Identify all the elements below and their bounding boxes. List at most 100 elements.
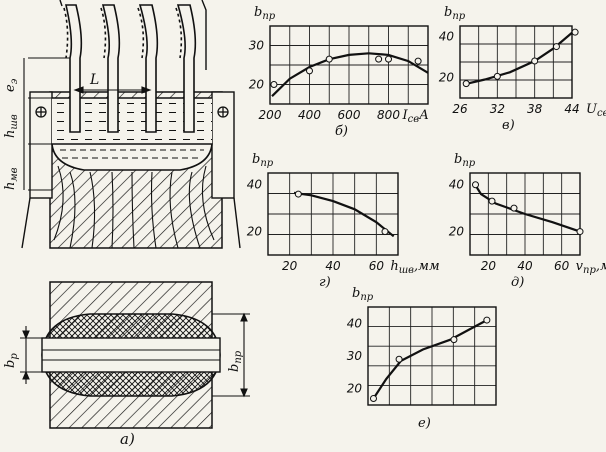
bolt-icon	[35, 106, 229, 118]
chart-caption: д)	[511, 275, 524, 290]
y-tick-label: 20	[249, 78, 265, 92]
chart-caption: е)	[418, 416, 431, 431]
data-point	[325, 55, 333, 63]
data-point	[385, 55, 392, 63]
chart-g-weld-width-vs-slag-depth: bпр 20 40 20 40 60 hшв,мм г)	[247, 152, 440, 290]
y-axis-label: bпр	[352, 286, 374, 303]
data-point	[462, 80, 470, 88]
data-point	[531, 57, 539, 65]
x-tick-label: 40	[517, 259, 533, 273]
chart-frame	[459, 25, 573, 99]
y-tick-label: 20	[439, 70, 455, 84]
data-point	[552, 43, 560, 51]
spacing-label: L	[89, 72, 99, 88]
chart-d-weld-width-vs-speed: bпр 20 40 20 40 60 vпр,м/ч д)	[449, 152, 606, 290]
guide-lines	[59, 0, 207, 70]
y-tick-label: 30	[249, 39, 265, 53]
svg-text:bпр: bпр	[227, 350, 244, 372]
svg-text:hмв: hмв	[3, 167, 20, 190]
data-point	[306, 67, 313, 75]
x-axis-label: Uсв	[586, 102, 606, 119]
trend-curve	[372, 319, 488, 400]
depth-dimensions	[23, 57, 70, 191]
y-tick-label: 40	[439, 29, 455, 43]
x-tick-label: 600	[338, 108, 361, 122]
data-point	[483, 316, 491, 324]
x-tick-label: 32	[490, 102, 505, 116]
data-point	[488, 197, 496, 205]
data-point	[395, 355, 403, 363]
x-axis-label: hшв,мм	[390, 259, 439, 276]
y-tick-label: 20	[449, 225, 465, 239]
metal-pool	[51, 143, 213, 171]
weld-cross-section: bр bпр	[3, 281, 250, 429]
svg-text:hшв: hшв	[3, 114, 20, 138]
metal-depth-label: hмв	[3, 167, 20, 190]
x-axis-label: vпр,м/ч	[576, 259, 606, 276]
y-tick-label: 30	[347, 349, 363, 363]
y-axis-label: bпр	[252, 152, 274, 169]
y-tick-label: 40	[347, 316, 363, 330]
data-point	[510, 204, 518, 212]
chart-frame	[367, 306, 497, 406]
x-axis-label: IсвА	[402, 108, 429, 125]
chart-caption: г)	[319, 275, 331, 290]
data-point	[571, 28, 579, 36]
x-tick-label: 60	[554, 259, 570, 273]
trend-curve	[293, 191, 395, 238]
x-tick-label: 400	[298, 108, 321, 122]
chart-grid	[460, 26, 572, 98]
data-point	[294, 190, 302, 198]
x-tick-label: 60	[369, 259, 385, 273]
data-point	[450, 336, 458, 344]
chart-frame	[269, 25, 429, 105]
svg-text:bр: bр	[3, 353, 20, 368]
penetration-width-label: bр	[3, 353, 20, 368]
data-point	[493, 72, 501, 80]
data-point	[375, 55, 383, 63]
trend-curve	[462, 29, 576, 86]
chart-grid	[268, 173, 398, 255]
chart-frame	[469, 172, 581, 256]
y-tick-label: 20	[347, 382, 363, 396]
data-point	[381, 228, 389, 236]
chart-caption: в)	[502, 118, 515, 133]
x-tick-label: 40	[325, 259, 341, 273]
x-tick-label: 26	[452, 102, 468, 116]
x-tick-label: 20	[481, 259, 497, 273]
chart-grid	[368, 307, 496, 405]
y-tick-label: 40	[449, 178, 465, 192]
chart-v-weld-width-vs-voltage: bпр 20 40 26 32 38 44 Uсв в)	[439, 5, 606, 133]
electroslag-process-schematic: L eэ hшв hмв	[3, 0, 241, 249]
chart-caption: б)	[335, 124, 348, 139]
electrode-extension-label: eэ	[3, 78, 20, 92]
x-tick-label: 38	[527, 102, 543, 116]
x-tick-label: 800	[377, 108, 400, 122]
y-axis-label: bпр	[254, 5, 276, 22]
data-point	[270, 81, 278, 88]
data-point	[472, 181, 479, 189]
x-tick-label: 200	[259, 108, 282, 122]
svg-text:eэ: eэ	[3, 78, 20, 92]
electrodes	[63, 4, 197, 133]
weld-width-label: bпр	[227, 350, 244, 372]
crystallization-lines	[53, 165, 215, 249]
trend-curve	[472, 181, 581, 233]
data-point	[414, 57, 422, 65]
x-tick-label: 20	[282, 259, 298, 273]
y-axis-label: bпр	[444, 5, 466, 22]
y-tick-label: 20	[247, 225, 263, 239]
electrode-spacing-dimension: L	[73, 72, 152, 94]
data-point	[369, 394, 377, 402]
data-point	[576, 228, 584, 236]
trend-curve	[271, 52, 429, 97]
chart-frame	[267, 172, 399, 256]
chart-grid	[270, 26, 428, 104]
panel-a-caption: а)	[120, 430, 135, 448]
slag-depth-label: hшв	[3, 114, 20, 138]
y-axis-label: bпр	[454, 152, 476, 169]
x-tick-label: 44	[564, 102, 579, 116]
y-tick-label: 40	[247, 178, 263, 192]
